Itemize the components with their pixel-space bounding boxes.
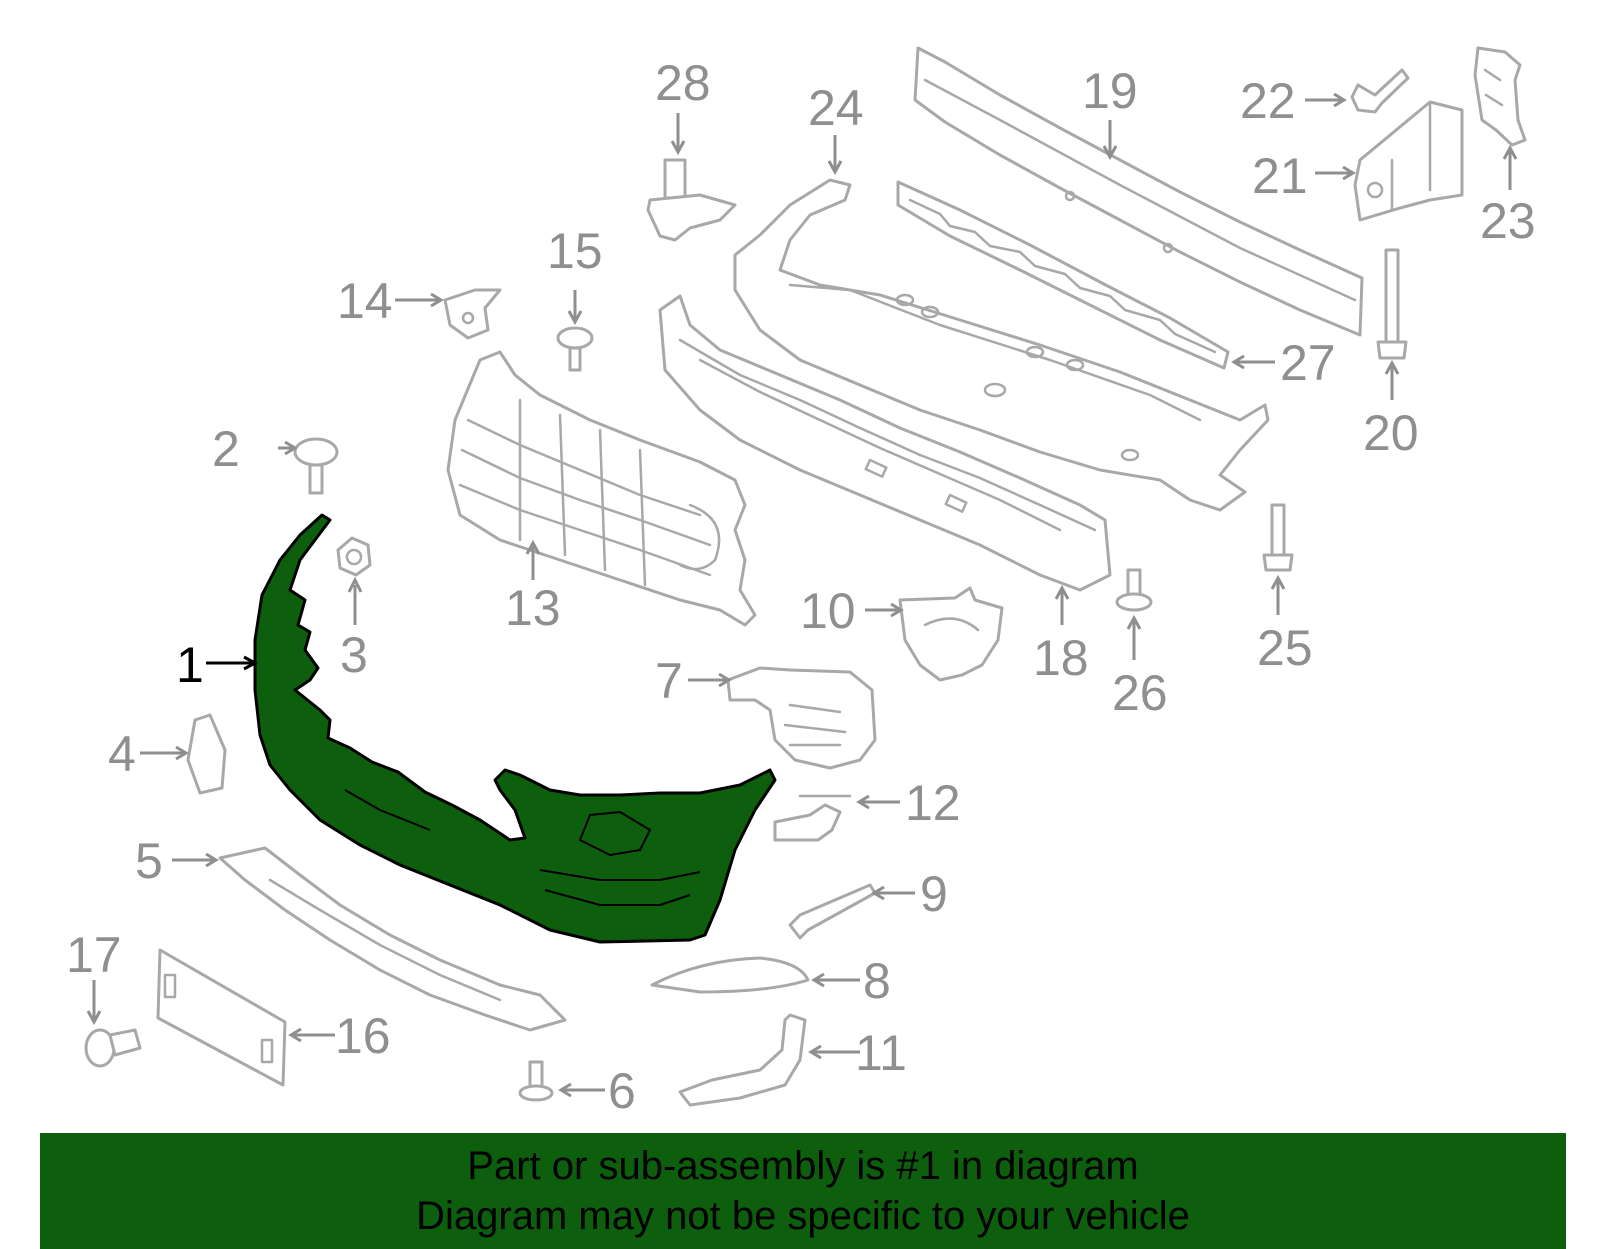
arrow-12 [856, 794, 900, 810]
part-2-push-pin[interactable] [293, 437, 339, 495]
part-22-bolt[interactable] [1350, 68, 1410, 114]
callout-26[interactable]: 26 [1112, 665, 1168, 721]
callout-4[interactable]: 4 [108, 726, 136, 782]
arrow-27 [1231, 354, 1275, 370]
arrow-23 [1502, 144, 1518, 190]
callout-2[interactable]: 2 [212, 421, 240, 477]
arrow-13 [525, 539, 541, 580]
callout-13[interactable]: 13 [505, 580, 561, 636]
arrow-14 [395, 292, 444, 308]
arrow-3 [347, 576, 363, 625]
callout-15[interactable]: 15 [547, 223, 603, 279]
part-9-screw[interactable] [788, 883, 877, 940]
arrow-17 [86, 980, 102, 1026]
part-16-plate-bracket[interactable] [156, 948, 287, 1087]
banner-line-part: Part or sub-assembly is #1 in diagram [467, 1144, 1139, 1188]
callout-18[interactable]: 18 [1033, 630, 1089, 686]
part-4-clip[interactable] [186, 713, 227, 795]
part-26-push-pin[interactable] [1115, 568, 1153, 612]
arrow-22 [1305, 92, 1347, 108]
callout-19[interactable]: 19 [1082, 63, 1138, 119]
arrow-24 [827, 135, 843, 176]
part-24-upper-carrier[interactable] [733, 178, 1270, 512]
callout-1[interactable]: 1 [176, 637, 204, 693]
part-17-push-pin[interactable] [84, 1028, 142, 1068]
callout-arrows [86, 92, 1518, 1098]
part-27-absorber-strip[interactable] [896, 180, 1230, 370]
callout-9[interactable]: 9 [920, 866, 948, 922]
part-3-nut[interactable] [336, 536, 372, 577]
callout-11[interactable]: 11 [855, 1025, 907, 1081]
part-10-fog-lamp-bezel[interactable] [898, 586, 1004, 682]
arrow-15 [567, 290, 583, 326]
part-8-trim[interactable] [650, 956, 810, 994]
callout-10[interactable]: 10 [800, 583, 856, 639]
part-23-bracket[interactable] [1473, 46, 1527, 147]
callout-25[interactable]: 25 [1257, 620, 1313, 676]
callout-20[interactable]: 20 [1363, 405, 1419, 461]
arrow-5 [172, 852, 219, 868]
arrow-25 [1270, 574, 1286, 615]
arrow-10 [865, 602, 904, 618]
part-20-bolt[interactable] [1376, 248, 1408, 360]
callout-24[interactable]: 24 [808, 80, 864, 136]
arrow-9 [871, 885, 915, 901]
info-banner: Part or sub-assembly is #1 in diagram Di… [40, 1133, 1566, 1249]
arrow-28 [670, 113, 686, 156]
arrow-11 [808, 1044, 860, 1060]
part-21-crash-box[interactable] [1353, 100, 1464, 222]
part-13-grille[interactable] [446, 350, 757, 627]
arrow-18 [1054, 584, 1070, 625]
callout-14[interactable]: 14 [337, 273, 393, 329]
callout-labels: 1 2 3 4 5 6 7 8 9 10 11 12 13 14 15 16 1… [66, 55, 1536, 1119]
arrow-2 [278, 440, 298, 456]
arrow-4 [140, 745, 189, 761]
callout-12[interactable]: 12 [905, 775, 961, 831]
callout-6[interactable]: 6 [608, 1063, 636, 1119]
callout-21[interactable]: 21 [1252, 148, 1308, 204]
banner-line-disclaimer: Diagram may not be specific to your vehi… [416, 1194, 1190, 1238]
callout-8[interactable]: 8 [863, 953, 891, 1009]
callout-16[interactable]: 16 [335, 1008, 391, 1064]
arrow-16 [288, 1027, 335, 1043]
callout-28[interactable]: 28 [655, 55, 711, 111]
callout-7[interactable]: 7 [655, 653, 683, 709]
arrow-7 [688, 672, 732, 688]
part-19-impact-bar[interactable] [913, 46, 1364, 337]
part-28-sensor[interactable] [646, 158, 737, 242]
part-12-bracket[interactable] [773, 794, 852, 842]
callout-3[interactable]: 3 [340, 627, 368, 683]
callout-22[interactable]: 22 [1240, 73, 1296, 129]
callout-5[interactable]: 5 [135, 833, 163, 889]
part-5-lower-trim[interactable] [218, 846, 567, 1032]
arrow-21 [1315, 165, 1356, 181]
arrow-26 [1126, 614, 1142, 660]
arrow-6 [558, 1082, 605, 1098]
arrow-8 [811, 972, 860, 988]
part-7-air-duct[interactable] [726, 666, 877, 770]
part-25-bolt[interactable] [1262, 503, 1294, 572]
part-1-bumper-cover[interactable] [253, 513, 777, 944]
part-15-push-pin[interactable] [556, 326, 594, 372]
callout-27[interactable]: 27 [1280, 335, 1336, 391]
part-6-clip[interactable] [518, 1060, 554, 1102]
arrow-19 [1102, 120, 1118, 161]
callout-17[interactable]: 17 [66, 927, 122, 983]
part-11-bracket[interactable] [678, 1013, 807, 1107]
callout-23[interactable]: 23 [1480, 193, 1536, 249]
part-18-lower-carrier[interactable] [658, 294, 1112, 592]
arrow-20 [1384, 359, 1400, 400]
part-14-bracket[interactable] [443, 288, 502, 340]
